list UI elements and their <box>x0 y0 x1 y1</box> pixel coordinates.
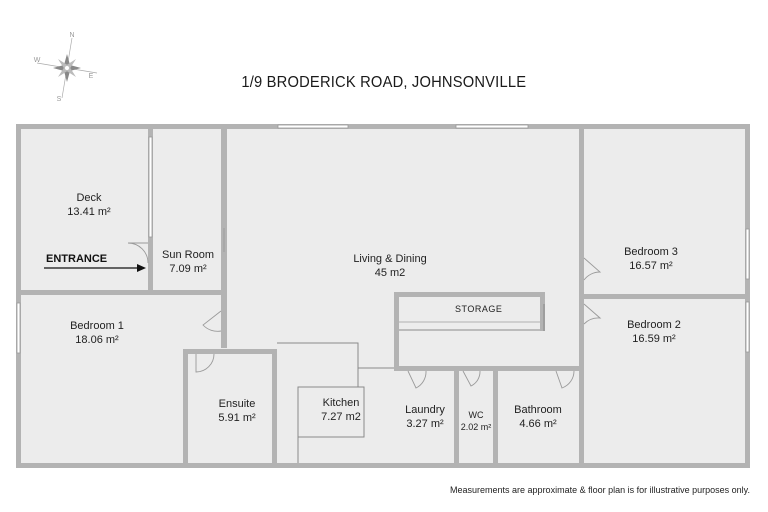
room-name: Bedroom 3 <box>624 246 678 258</box>
entrance-label: ENTRANCE <box>46 253 108 265</box>
compass-n-label: N <box>69 32 74 39</box>
room-area: 4.66 m² <box>519 418 557 430</box>
room-area: 13.41 m² <box>67 206 111 218</box>
room-area: 16.59 m² <box>632 333 676 345</box>
room-kitchen: Kitchen 7.27 m2 <box>321 396 361 424</box>
room-bathroom: Bathroom 4.66 m² <box>514 403 562 431</box>
room-sun-room: Sun Room 7.09 m² <box>162 248 214 276</box>
walls <box>16 124 750 468</box>
room-name: Ensuite <box>218 398 256 410</box>
room-area: 45 m2 <box>374 267 406 279</box>
room-bedroom-3: Bedroom 3 16.57 m² <box>624 245 678 273</box>
page-title: 1/9 BRODERICK ROAD, JOHNSONVILLE <box>241 74 527 91</box>
room-area: 2.02 m² <box>460 422 492 432</box>
room-name: Bedroom 1 <box>70 320 124 332</box>
room-bedroom-2: Bedroom 2 16.59 m² <box>627 318 681 346</box>
compass-s-label: S <box>57 96 62 103</box>
room-ensuite: Ensuite 5.91 m² <box>218 397 255 425</box>
room-name: Bedroom 2 <box>627 319 681 331</box>
room-deck: Deck 13.41 m² <box>67 191 110 219</box>
room-area: 18.06 m² <box>75 334 119 346</box>
room-name: Kitchen <box>322 397 360 409</box>
room-bedroom-1: Bedroom 1 18.06 m² <box>70 319 124 347</box>
room-laundry: Laundry 3.27 m² <box>405 403 445 431</box>
room-area: 7.09 m² <box>169 263 207 275</box>
entrance-arrow-icon <box>44 264 146 272</box>
compass-e-label: E <box>89 73 94 80</box>
door-swings <box>127 228 602 389</box>
room-wc: WC 2.02 m² <box>461 409 492 433</box>
room-area: 3.27 m² <box>406 418 444 430</box>
room-name: WC <box>468 410 484 420</box>
disclaimer-note: Measurements are approximate & floor pla… <box>450 485 750 495</box>
room-living-dining: Living & Dining 45 m2 <box>353 252 426 280</box>
room-area: 7.27 m2 <box>321 411 361 423</box>
room-name: Deck <box>76 192 102 204</box>
kitchen-benches <box>277 304 545 463</box>
room-name: Laundry <box>405 404 445 416</box>
room-area: 16.57 m² <box>629 260 673 272</box>
compass-icon: N E S W <box>34 32 98 103</box>
storage-label: STORAGE <box>455 304 503 314</box>
compass-w-label: W <box>34 57 41 64</box>
room-name: Living & Dining <box>353 253 427 265</box>
room-name: Sun Room <box>162 249 214 261</box>
windows <box>16 124 750 354</box>
room-name: Bathroom <box>514 404 562 416</box>
room-area: 5.91 m² <box>218 412 256 424</box>
